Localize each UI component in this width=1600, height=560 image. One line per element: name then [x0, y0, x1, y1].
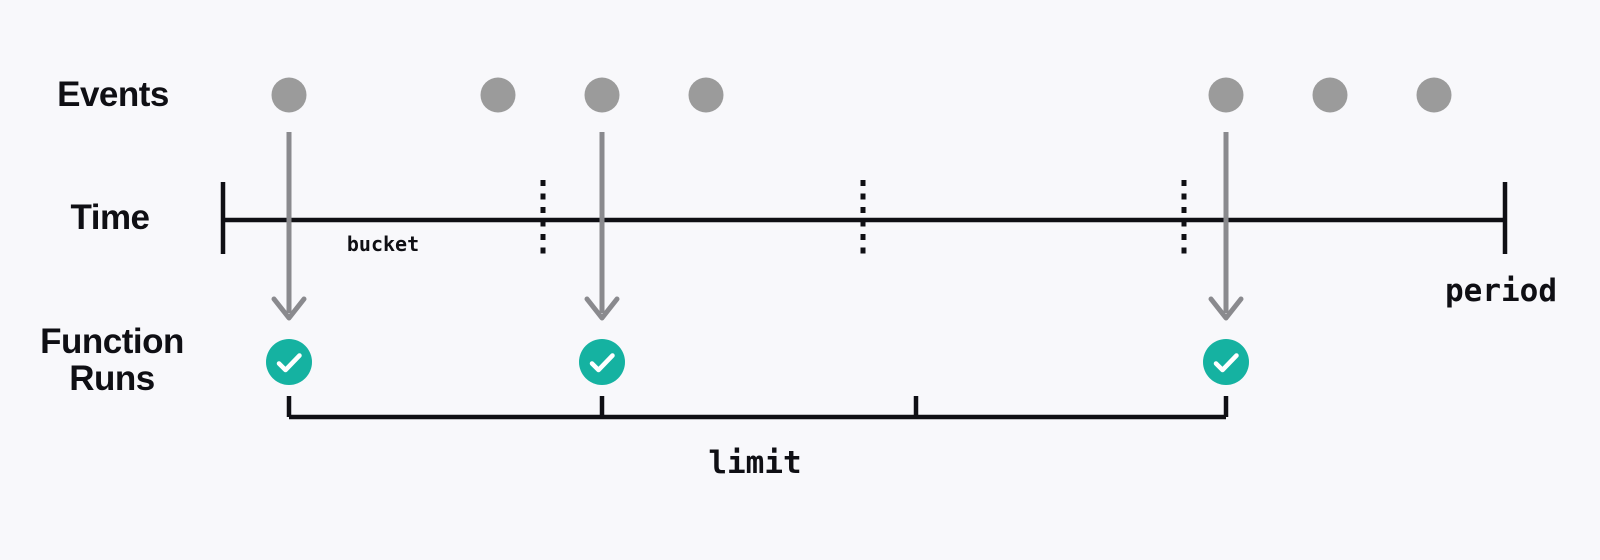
event-dot: [1416, 77, 1452, 113]
checkmark-glyph: [589, 353, 615, 373]
event-dot: [1312, 77, 1348, 113]
function-run-success-icon: [266, 339, 312, 385]
event-dot: [480, 77, 516, 113]
event-dot: [271, 77, 307, 113]
event-dot: [1208, 77, 1244, 113]
checkmark-glyph: [1213, 353, 1239, 373]
function-runs-row-label: Function Runs: [40, 322, 184, 398]
events-row-label: Events: [57, 75, 169, 114]
arrowhead-icon: [584, 296, 620, 321]
time-row-label: Time: [70, 198, 150, 237]
arrowhead-icon: [271, 296, 307, 321]
period-label: period: [1445, 273, 1557, 309]
arrowhead-icon: [1208, 296, 1244, 321]
function-run-success-icon: [579, 339, 625, 385]
limit-label: limit: [708, 445, 802, 481]
checkmark-glyph: [276, 353, 302, 373]
event-dot: [584, 77, 620, 113]
event-dot: [688, 77, 724, 113]
function-run-success-icon: [1203, 339, 1249, 385]
bucket-label: bucket: [346, 232, 420, 256]
